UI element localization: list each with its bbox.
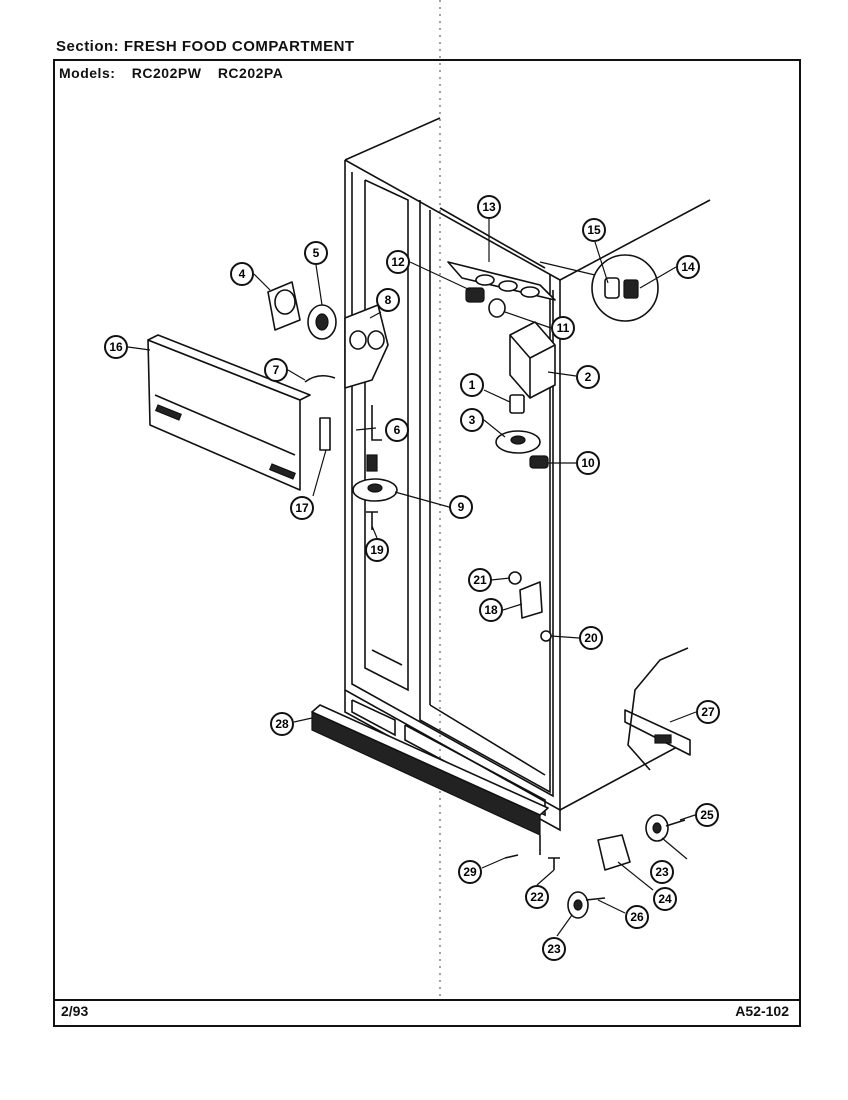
- callout-26: 26: [625, 905, 649, 929]
- callout-8: 8: [376, 288, 400, 312]
- callout-22: 22: [525, 885, 549, 909]
- svg-text:9: 9: [458, 500, 465, 514]
- models-label: Models:: [59, 65, 116, 81]
- part-shaft: [366, 454, 378, 472]
- svg-text:16: 16: [109, 340, 123, 354]
- svg-text:27: 27: [701, 705, 715, 719]
- part-fan-shroud: [267, 281, 301, 331]
- part-bulb-socket: [465, 287, 506, 318]
- callout-20: 20: [579, 626, 603, 650]
- svg-text:28: 28: [275, 717, 289, 731]
- svg-text:23: 23: [655, 865, 669, 879]
- svg-text:19: 19: [370, 543, 384, 557]
- part-fan-motor: [307, 304, 337, 340]
- callout-18: 18: [479, 598, 503, 622]
- svg-text:6: 6: [394, 423, 401, 437]
- part-roller-front: [645, 814, 686, 842]
- part-leveling-screw: [548, 857, 560, 870]
- part-roller-rear: [567, 891, 606, 919]
- callout-13: 13: [477, 195, 501, 219]
- svg-text:18: 18: [484, 603, 498, 617]
- svg-text:3: 3: [469, 413, 476, 427]
- svg-text:4: 4: [239, 267, 246, 281]
- svg-text:8: 8: [385, 293, 392, 307]
- svg-text:25: 25: [700, 808, 714, 822]
- callout-5: 5: [304, 241, 328, 265]
- footer-date: 2/93: [61, 1003, 89, 1019]
- svg-text:20: 20: [584, 631, 598, 645]
- callout-12: 12: [386, 250, 410, 274]
- leader-lines: [127, 219, 697, 937]
- svg-text:12: 12: [391, 255, 405, 269]
- callout-29: 29: [458, 860, 482, 884]
- part-rail: [624, 647, 691, 771]
- callout-27: 27: [696, 700, 720, 724]
- part-switch: [509, 394, 525, 414]
- part-control-box: [509, 321, 556, 399]
- svg-text:13: 13: [482, 200, 496, 214]
- svg-text:10: 10: [581, 456, 595, 470]
- callout-17: 17: [290, 496, 314, 520]
- svg-text:24: 24: [658, 892, 672, 906]
- callout-21: 21: [468, 568, 492, 592]
- part-connector: [529, 455, 549, 469]
- svg-text:22: 22: [530, 890, 544, 904]
- callout-11: 11: [551, 316, 575, 340]
- svg-text:21: 21: [473, 573, 487, 587]
- part-roller-bracket: [597, 834, 631, 871]
- part-light-switch: [508, 571, 552, 642]
- diagram-frame: Models: RC202PW RC202PA 2/93 A52-102: [53, 59, 801, 1027]
- footer-divider: [55, 999, 799, 1001]
- part-damper-knob: [352, 478, 398, 502]
- callout-16: 16: [104, 335, 128, 359]
- models-row: Models: RC202PW RC202PA: [59, 65, 295, 81]
- part-control-knob: [495, 430, 541, 454]
- svg-text:5: 5: [313, 246, 320, 260]
- part-damper-housing: [344, 304, 389, 389]
- part-bracket: [319, 417, 331, 451]
- model-rc202pa: RC202PA: [217, 65, 284, 81]
- part-cover-panel: [147, 334, 311, 491]
- section-label: Section:: [56, 38, 120, 55]
- callout-7: 7: [264, 358, 288, 382]
- svg-text:11: 11: [557, 321, 570, 335]
- svg-text:1: 1: [469, 378, 476, 392]
- callout-24: 24: [653, 887, 677, 911]
- section-title: Section: FRESH FOOD COMPARTMENT: [56, 38, 355, 55]
- svg-text:26: 26: [630, 910, 644, 924]
- part-light-housing: [447, 261, 596, 301]
- callout-3: 3: [460, 408, 484, 432]
- svg-text:2: 2: [585, 370, 592, 384]
- callout-14: 14: [676, 255, 700, 279]
- callout-28: 28: [270, 712, 294, 736]
- callout-4: 4: [230, 262, 254, 286]
- callout-15: 15: [582, 218, 606, 242]
- svg-text:14: 14: [681, 260, 695, 274]
- callout-19: 19: [365, 538, 389, 562]
- part-grille-screw: [504, 854, 519, 859]
- part-switch-detail: [591, 254, 659, 322]
- callout-2: 2: [576, 365, 600, 389]
- callout-9: 9: [449, 495, 473, 519]
- callout-23-rear: 23: [542, 937, 566, 961]
- part-rod: [371, 405, 382, 441]
- section-value: FRESH FOOD COMPARTMENT: [123, 38, 355, 55]
- svg-text:23: 23: [547, 942, 561, 956]
- callout-6: 6: [385, 418, 409, 442]
- svg-text:15: 15: [587, 223, 601, 237]
- callout-23-front: 23: [650, 860, 674, 884]
- callout-25: 25: [695, 803, 719, 827]
- part-toe-grille: [311, 704, 549, 855]
- model-rc202pw: RC202PW: [131, 65, 202, 81]
- svg-text:7: 7: [273, 363, 280, 377]
- part-clip: [304, 374, 336, 383]
- callout-10: 10: [576, 451, 600, 475]
- callout-1: 1: [460, 373, 484, 397]
- svg-text:29: 29: [463, 865, 477, 879]
- svg-text:17: 17: [295, 501, 309, 515]
- footer-code: A52-102: [735, 1003, 789, 1019]
